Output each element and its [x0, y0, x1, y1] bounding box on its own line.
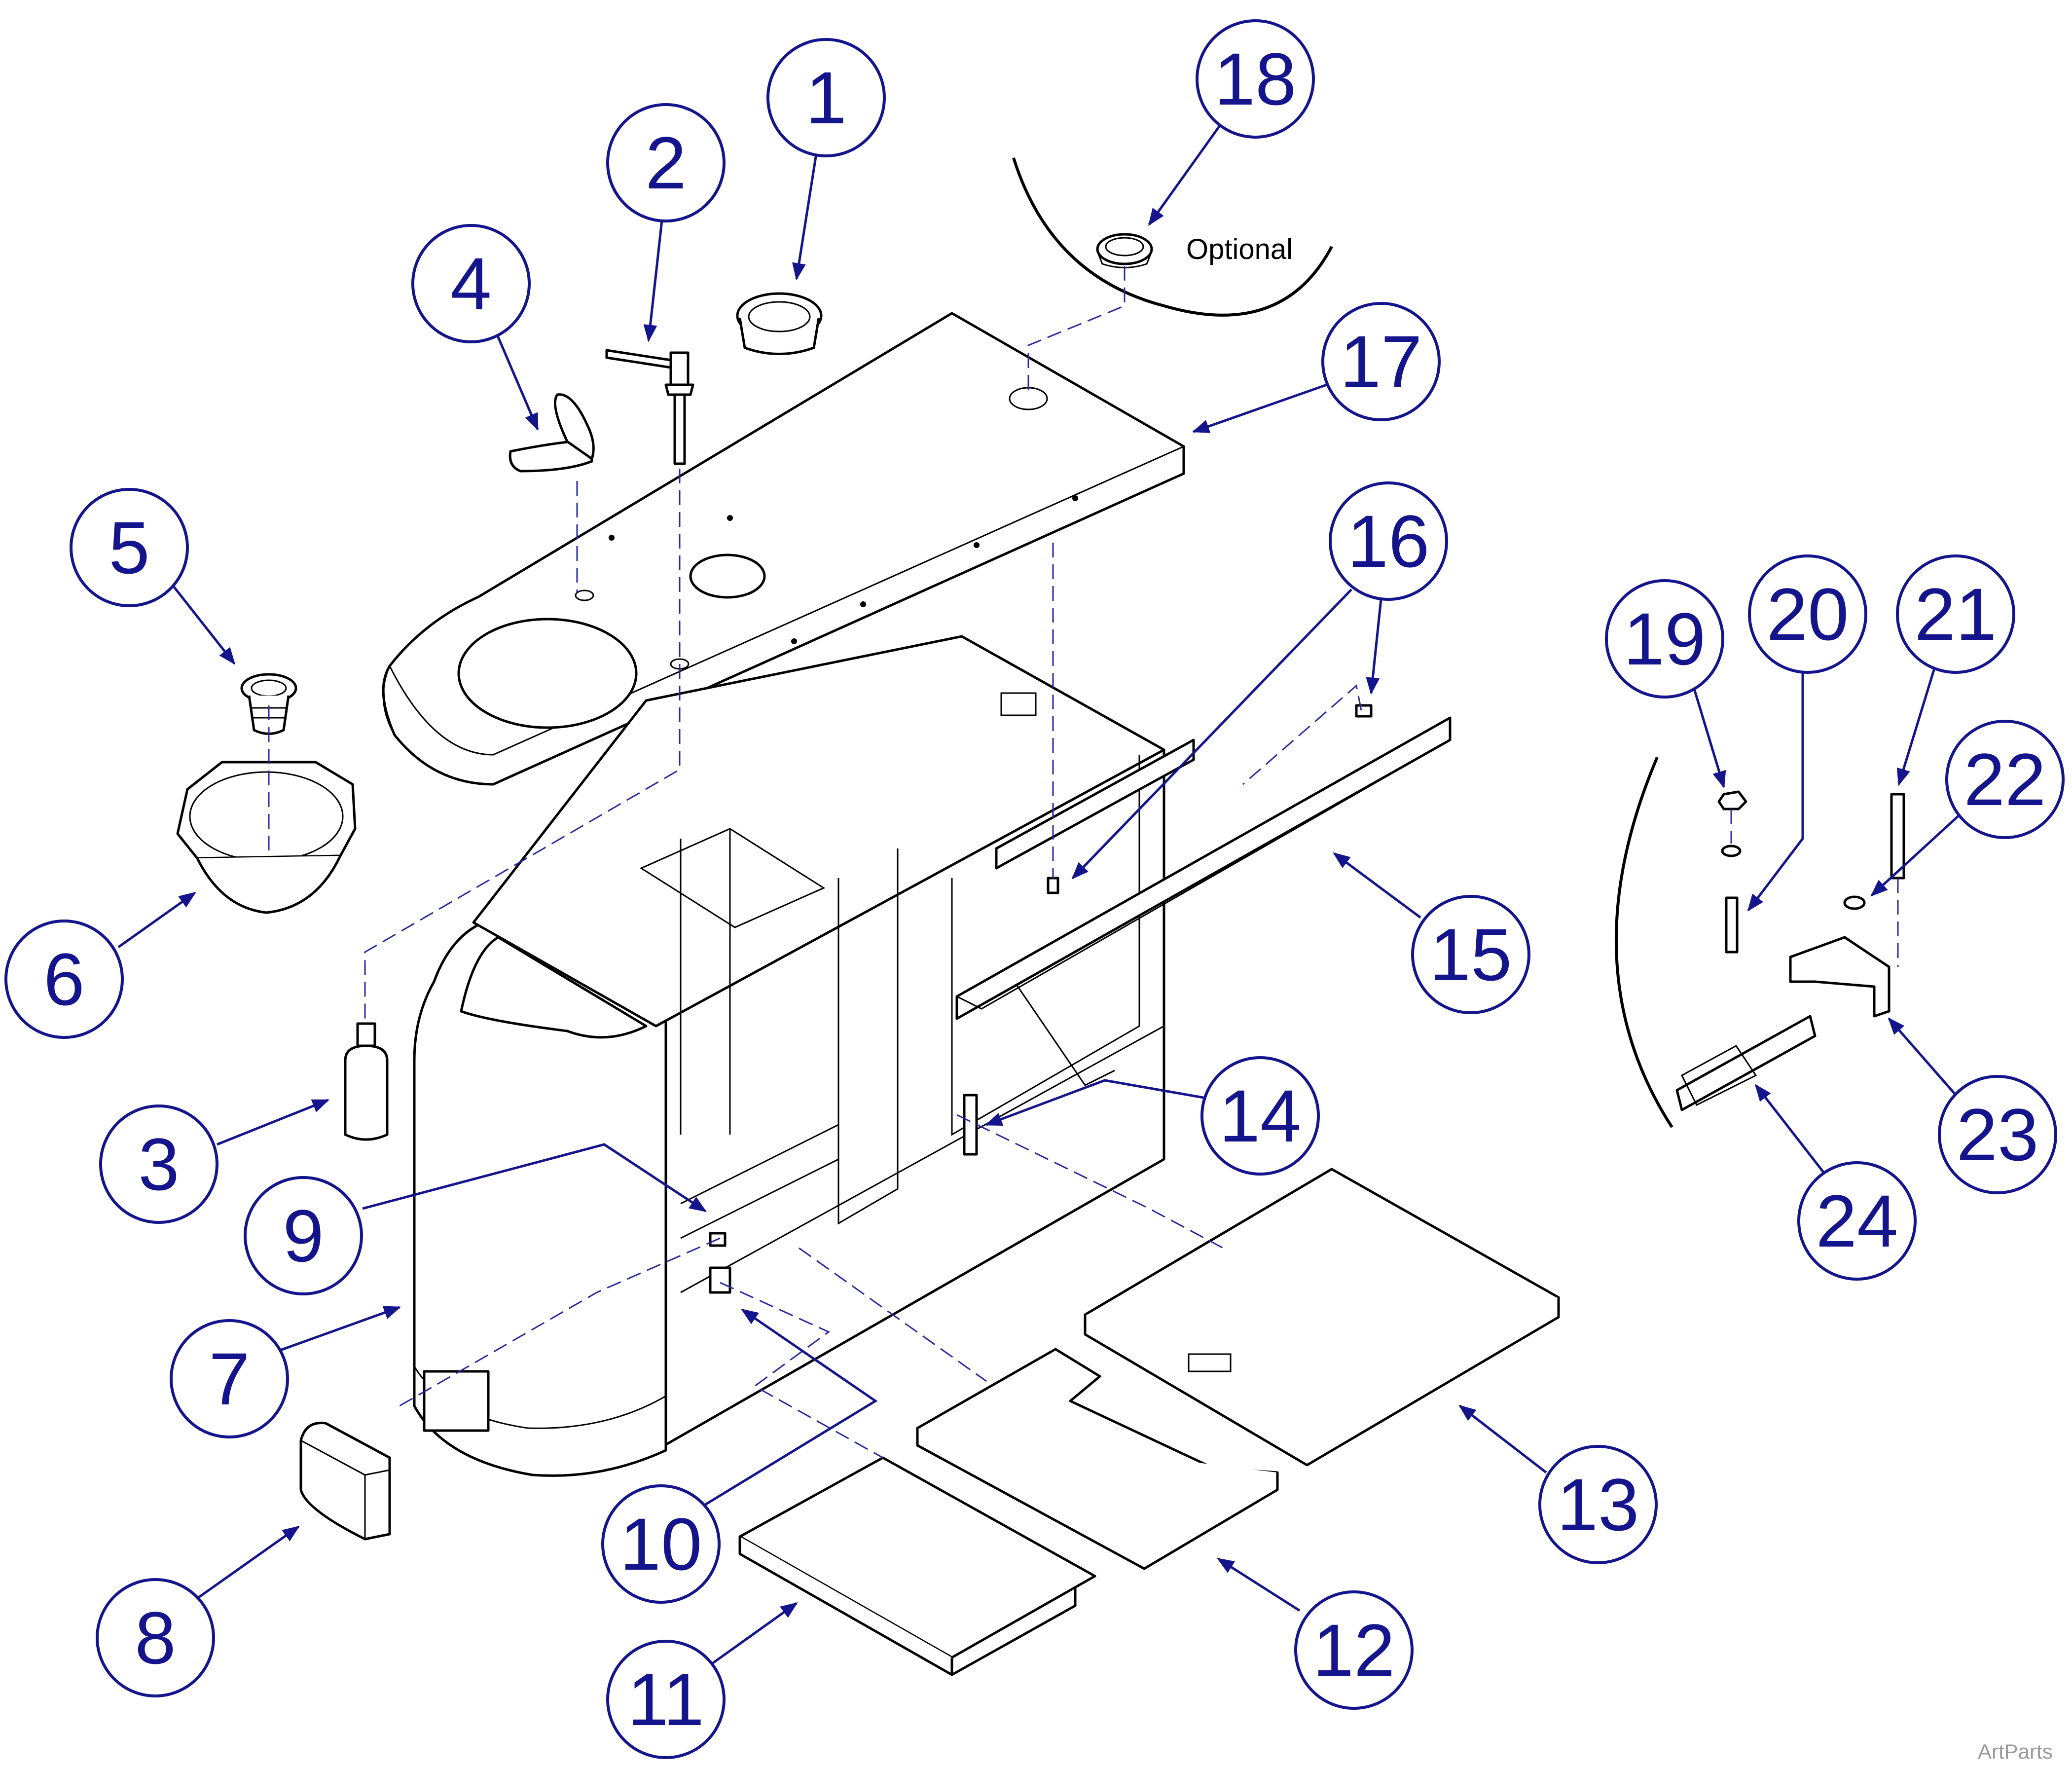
callout-11: 11	[606, 1602, 798, 1759]
callout-2: 2	[606, 103, 726, 342]
svg-text:5: 5	[109, 506, 149, 589]
svg-text:12: 12	[1313, 1609, 1395, 1692]
svg-text:21: 21	[1915, 573, 1997, 656]
floor-panel-middle-part	[916, 1348, 1279, 1570]
svg-text:3: 3	[138, 1123, 179, 1206]
sink-bowl-part	[176, 761, 357, 914]
svg-text:8: 8	[135, 1596, 176, 1679]
grommet-part	[1096, 233, 1153, 268]
callout-9: 9	[244, 1143, 707, 1295]
svg-text:22: 22	[1964, 738, 2046, 821]
svg-text:11: 11	[627, 1658, 704, 1741]
soap-dispenser-part	[605, 349, 694, 465]
countertop-part	[382, 312, 1185, 786]
callout-22: 22	[1870, 720, 2065, 897]
svg-text:6: 6	[43, 938, 84, 1021]
callout-16: 16	[1071, 481, 1448, 880]
floor-panel-large-part	[1084, 1168, 1560, 1467]
callout-5: 5	[70, 488, 236, 665]
optional-label: Optional	[1186, 233, 1293, 265]
callout-12: 12	[1217, 1557, 1414, 1710]
callout-6: 6	[4, 891, 196, 1039]
callout-3: 3	[99, 1099, 330, 1224]
svg-text:18: 18	[1214, 37, 1297, 120]
hardware-detail-parts	[1675, 790, 1905, 1111]
callout-4: 4	[411, 224, 539, 431]
floor-panel-small-part	[738, 1456, 1096, 1676]
svg-text:9: 9	[283, 1194, 324, 1277]
svg-text:20: 20	[1767, 573, 1849, 656]
bottle-part	[344, 1022, 389, 1141]
callout-10: 10	[601, 1308, 878, 1604]
cup-part	[736, 292, 823, 355]
callout-7: 7	[170, 1306, 401, 1438]
callout-18: 18	[1148, 19, 1315, 226]
callout-23: 23	[1888, 1017, 2057, 1194]
cabinet-frame-part	[413, 635, 1195, 1477]
callout-19: 19	[1605, 579, 1726, 789]
fastener-parts	[709, 704, 1373, 1294]
svg-text:16: 16	[1347, 500, 1430, 583]
assembly-dash-lines	[268, 266, 1899, 1459]
callout-13: 13	[1458, 1404, 1658, 1564]
svg-text:4: 4	[450, 242, 491, 325]
callout-21: 21	[1896, 554, 2015, 786]
optional-detail-arc	[1012, 157, 1333, 317]
svg-text:23: 23	[1957, 1093, 2039, 1176]
svg-text:24: 24	[1816, 1179, 1898, 1262]
callout-1: 1	[766, 38, 886, 281]
support-rail-part	[955, 716, 1452, 1020]
svg-text:15: 15	[1430, 913, 1512, 996]
svg-text:14: 14	[1219, 1074, 1302, 1157]
callout-15: 15	[1333, 852, 1530, 1014]
callout-20: 20	[1747, 554, 1867, 912]
svg-text:1: 1	[805, 56, 846, 139]
svg-text:19: 19	[1624, 597, 1706, 680]
callout-8: 8	[96, 1525, 300, 1697]
drain-part	[240, 673, 297, 735]
hardware-detail-arc	[1614, 756, 1673, 1128]
callout-24: 24	[1754, 1084, 1917, 1281]
callout-14: 14	[984, 1056, 1320, 1176]
svg-text:2: 2	[645, 121, 686, 204]
faucet-part	[509, 393, 595, 473]
svg-text:17: 17	[1340, 320, 1422, 403]
svg-text:10: 10	[620, 1503, 702, 1585]
callout-17: 17	[1192, 302, 1441, 433]
svg-text:7: 7	[209, 1337, 250, 1420]
cover-box-part	[299, 1421, 391, 1541]
watermark-text: ArtParts	[1978, 1740, 2053, 1763]
svg-text:13: 13	[1557, 1463, 1639, 1546]
